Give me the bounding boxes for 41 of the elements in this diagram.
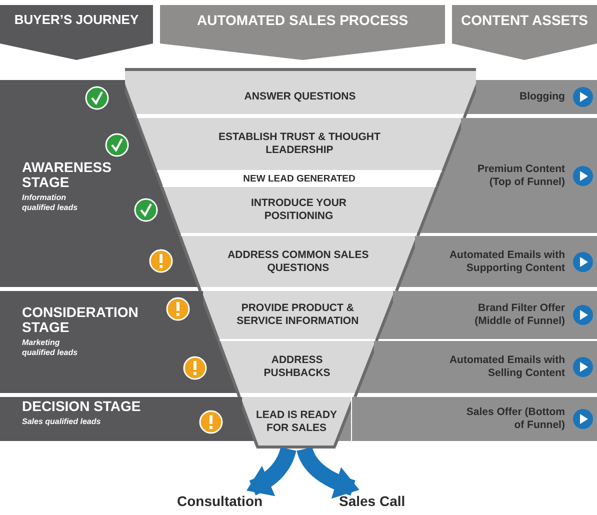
stage-subtitle: Marketing qualified leads [22, 338, 79, 358]
stage-title: CONSIDERATION STAGE [22, 305, 140, 335]
outcome-label: Sales Call [339, 492, 411, 510]
curved-arrow [246, 446, 296, 496]
asset-text: Premium Content (Top of Funnel) [476, 162, 565, 188]
asset-text: Brand Filter Offer (Middle of Funnel) [474, 302, 565, 328]
step-text: ADDRESS PUSHBACKS [262, 354, 332, 380]
header-banner [452, 5, 597, 60]
step-text: NEW LEAD GENERATED [242, 172, 356, 185]
header-banner [0, 5, 153, 60]
step-text: ESTABLISH TRUST & THOUGHT LEADERSHIP [217, 131, 382, 157]
step-text: INTRODUCE YOUR POSITIONING [250, 197, 348, 223]
step-text: LEAD IS READY FOR SALES [254, 409, 338, 435]
asset-text: Automated Emails with Selling Content [448, 354, 565, 380]
stage-title: AWARENESS STAGE [22, 160, 112, 190]
step-text: ADDRESS COMMON SALES QUESTIONS [226, 248, 370, 274]
stage-band [0, 291, 204, 393]
step-text: ANSWER QUESTIONS [243, 90, 357, 104]
asset-row [476, 80, 597, 114]
header-title: BUYER’S JOURNEY [13, 12, 140, 27]
outcome-label: Consultation [177, 492, 272, 510]
header-title: AUTOMATED SALES PROCESS [196, 12, 410, 28]
stage-band [0, 80, 125, 287]
step-text: PROVIDE PRODUCT & SERVICE INFORMATION [236, 302, 360, 328]
asset-row [414, 236, 597, 287]
asset-row [374, 341, 597, 393]
asset-text: Blogging [518, 90, 565, 104]
stage-subtitle: Sales qualified leads [22, 417, 102, 427]
funnel-step [242, 397, 352, 449]
header-banner [160, 5, 445, 60]
asset-row [352, 397, 597, 441]
stage-title: DECISION STAGE [22, 399, 142, 414]
stage-band [0, 397, 242, 441]
stage-subtitle: Information qualified leads [22, 193, 79, 213]
header-title: CONTENT ASSETS [460, 12, 590, 28]
asset-text: Automated Emails with Supporting Content [448, 248, 565, 274]
asset-text: Sales Offer (Bottom of Funnel) [465, 406, 565, 432]
curved-arrow [296, 446, 360, 498]
funnel-step [124, 68, 476, 118]
asset-row [393, 291, 597, 339]
asset-row [461, 118, 597, 233]
